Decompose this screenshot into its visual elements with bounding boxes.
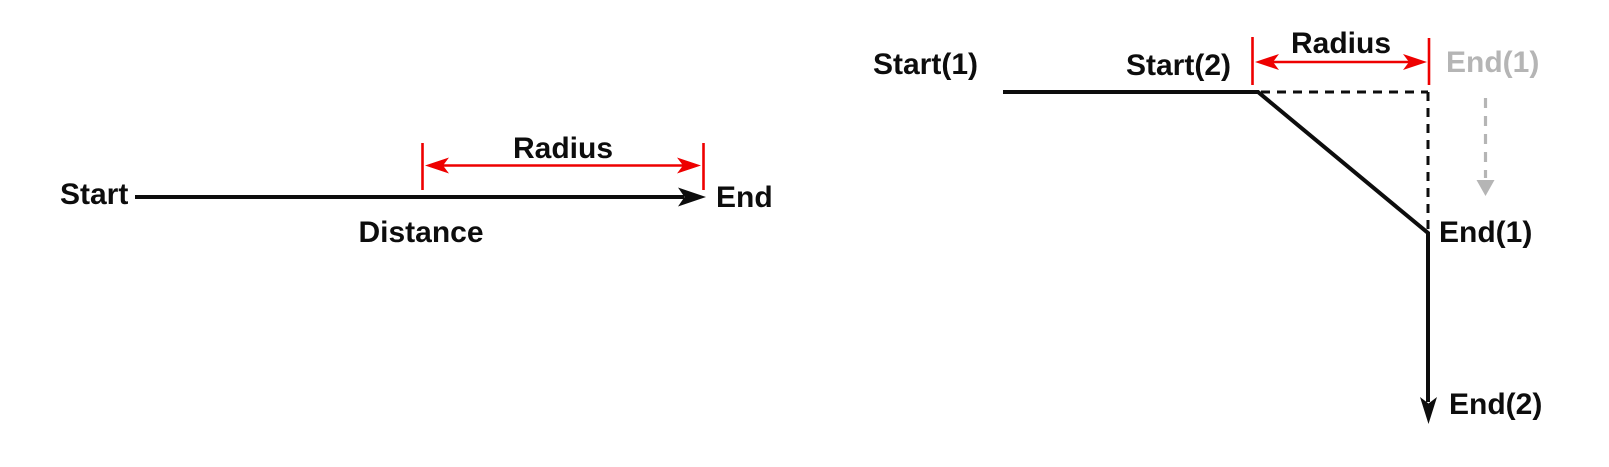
route-arrowhead: [1420, 397, 1437, 424]
ghost-descent-arrowhead: [1476, 180, 1495, 196]
right-start1-label: Start(1): [873, 48, 979, 81]
left-end-label: End: [716, 181, 773, 214]
right-start2-label: Start(2): [1126, 49, 1232, 82]
right-diagram: [1003, 37, 1495, 424]
radius-arrowhead-left: [1255, 54, 1279, 70]
right-end1-label: End(1): [1439, 216, 1533, 249]
right-radius-label: Radius: [1290, 27, 1392, 60]
route-path: [1003, 90, 1430, 402]
left-distance-label: Distance: [358, 216, 484, 249]
left-start-label: Start: [60, 178, 129, 211]
distance-arrowhead: [678, 187, 706, 207]
left-radius-label: Radius: [512, 132, 614, 165]
right-end1-ghost-label: End(1): [1446, 46, 1540, 79]
right-end2-label: End(2): [1449, 388, 1543, 421]
left-diagram: [135, 143, 706, 207]
radius-arrowhead-right: [677, 157, 701, 174]
radius-arrowhead-right: [1403, 54, 1427, 70]
radius-arrowhead-left: [425, 157, 449, 174]
